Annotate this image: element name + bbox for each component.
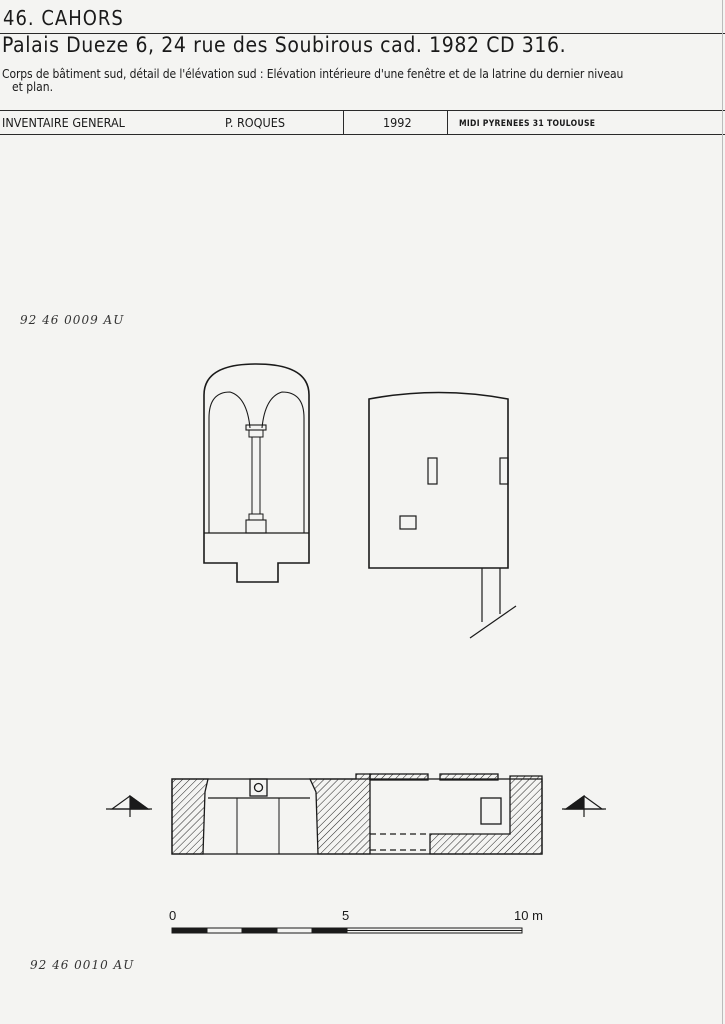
handwritten-ref-top: 92 46 0009 AU [20,313,125,327]
region-label: MIDI PYRENEES 31 TOULOUSE [459,119,596,129]
scale-label-start: 0 [169,908,176,923]
page-edge [722,0,723,1024]
section-marker-right [562,794,606,817]
header-rule-3 [0,134,725,135]
window-elevation [203,363,310,583]
meta-divider-1 [343,110,344,134]
scale-label-mid: 5 [342,908,349,923]
description-line-2: et plan. [12,80,54,94]
inventory-label: INVENTAIRE GENERAL [2,115,125,130]
author-label: P. ROQUES [225,115,285,130]
year-label: 1992 [383,115,412,130]
meta-divider-2 [447,110,448,134]
page-title: Palais Dueze 6, 24 rue des Soubirous cad… [2,33,567,57]
handwritten-ref-bottom: 92 46 0010 AU [30,958,135,972]
header-rule-2 [0,110,725,111]
scale-label-end: 10 m [514,908,543,923]
scale-bar [171,927,523,934]
department-heading: 46. CAHORS [3,6,124,30]
latrine-elevation [368,391,517,639]
header-rule-1 [0,33,725,34]
description-line-1: Corps de bâtiment sud, détail de l'éléva… [2,67,624,81]
section-marker-left [106,794,152,817]
floor-plan [171,773,543,855]
